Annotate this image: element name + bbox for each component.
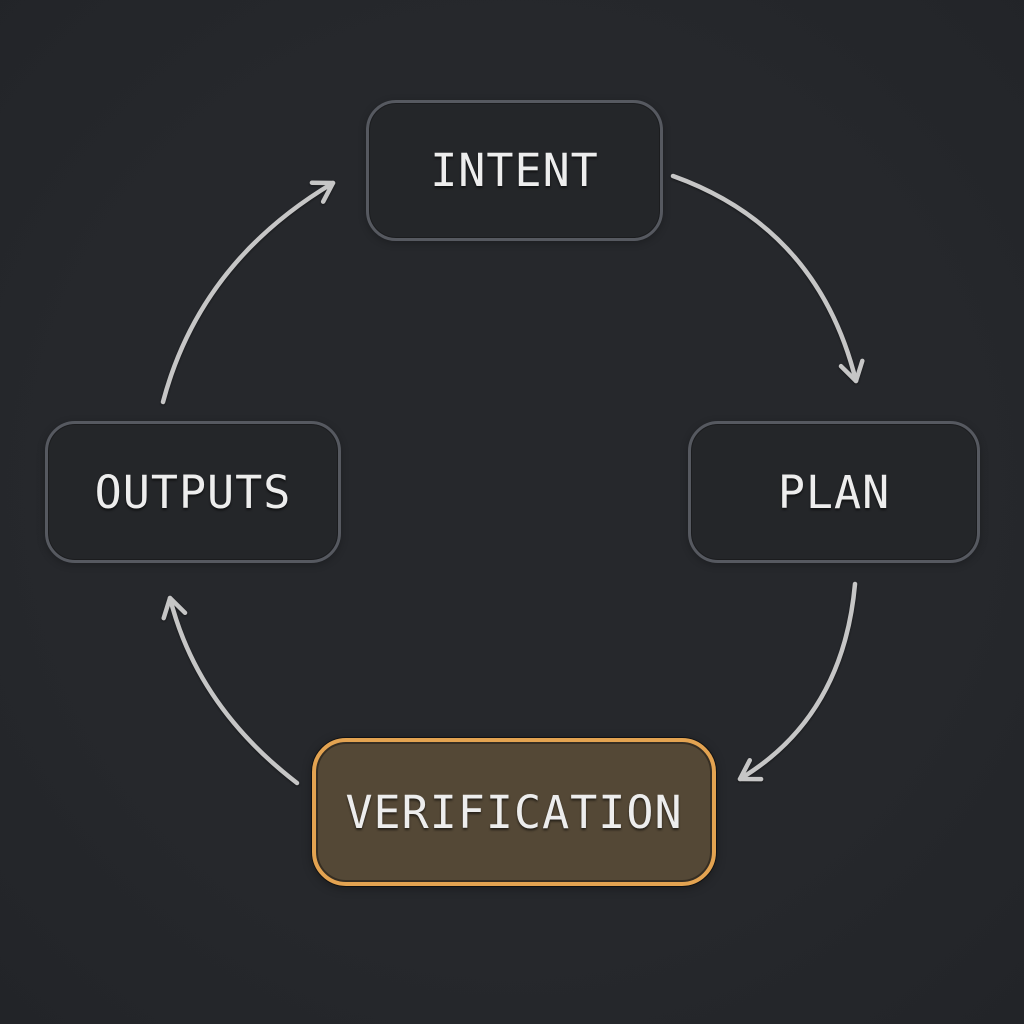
node-plan-label: PLAN	[777, 465, 891, 519]
node-plan: PLAN	[688, 421, 980, 563]
arrow-plan-to-verification	[737, 581, 858, 782]
node-verification: VERIFICATION	[312, 738, 716, 886]
arrow-outputs-to-intent	[160, 180, 336, 405]
arrow-intent-to-plan	[670, 173, 865, 384]
arrow-verification-to-outputs	[161, 595, 300, 786]
node-intent-label: INTENT	[430, 144, 599, 197]
node-verification-label: VERIFICATION	[345, 785, 683, 839]
node-outputs-label: OUTPUTS	[94, 465, 292, 519]
node-intent: INTENT	[366, 100, 663, 241]
node-outputs: OUTPUTS	[45, 421, 341, 563]
